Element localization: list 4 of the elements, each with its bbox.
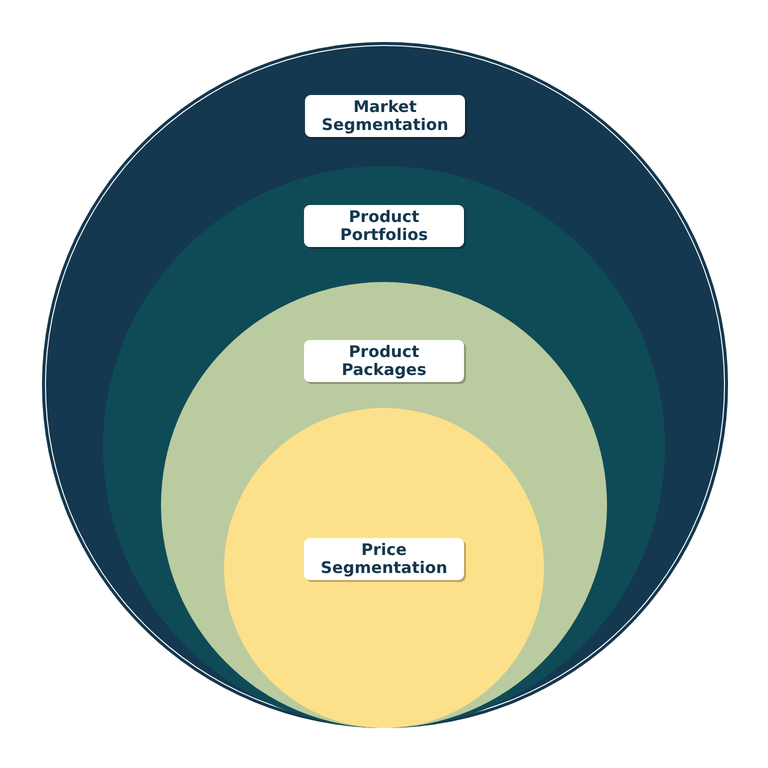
label-tag: Product Portfolios xyxy=(304,205,464,247)
label-tag: Product Packages xyxy=(304,340,464,382)
label-tag: Market Segmentation xyxy=(305,95,465,137)
label-tag: Price Segmentation xyxy=(304,538,464,580)
